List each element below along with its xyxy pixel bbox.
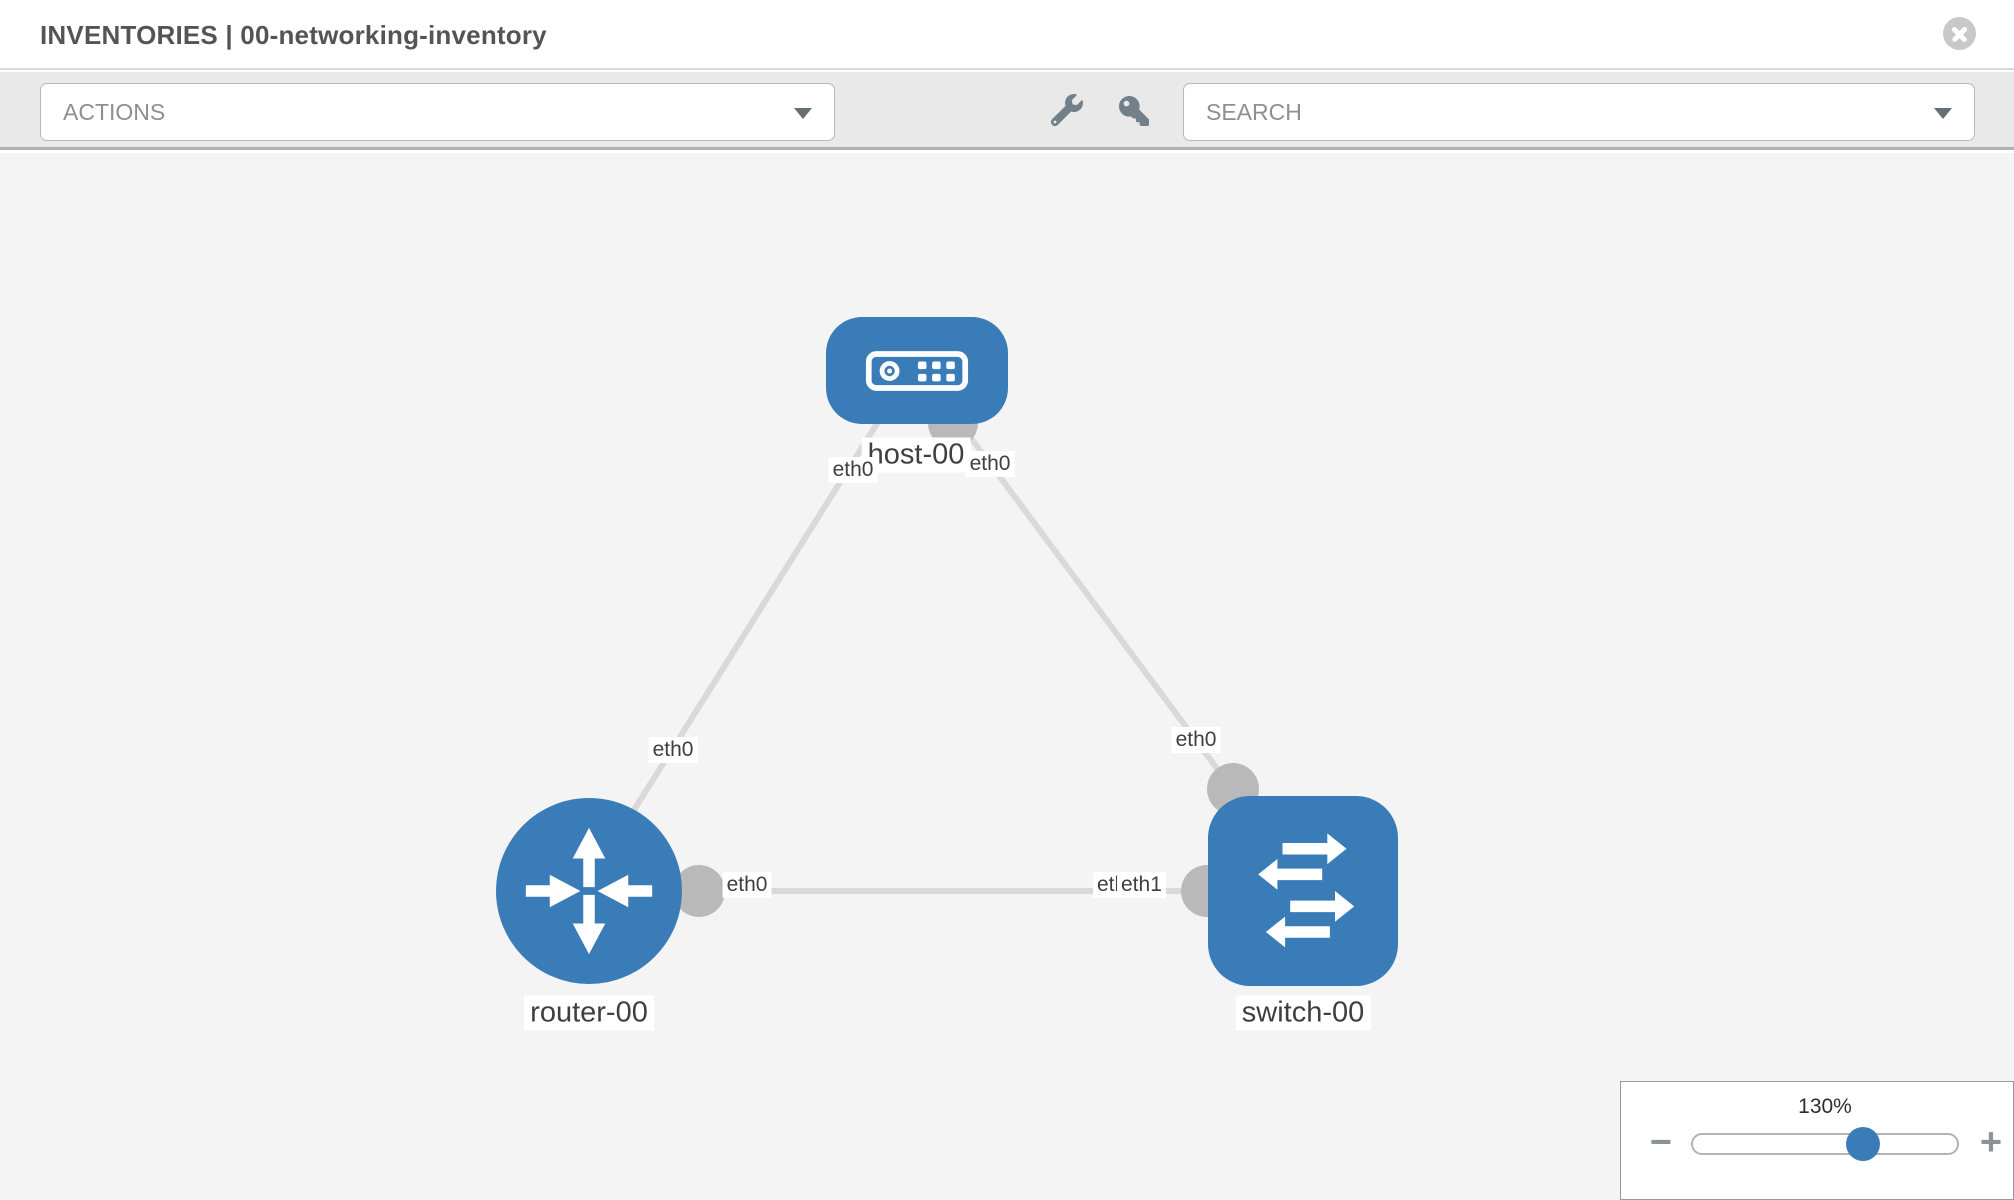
actions-dropdown[interactable]: ACTIONS: [40, 83, 835, 141]
interface-label-switch-eth0-top: eth0: [1171, 727, 1221, 753]
toolbar: ACTIONS SEARCH: [0, 72, 2014, 150]
actions-dropdown-placeholder: ACTIONS: [63, 99, 166, 125]
close-button[interactable]: [1943, 17, 1976, 50]
zoom-slider-track[interactable]: [1691, 1133, 1959, 1155]
search-dropdown-placeholder: SEARCH: [1206, 99, 1302, 125]
key-icon: [1119, 96, 1149, 126]
router-icon: [525, 827, 653, 955]
host-icon: [865, 350, 969, 391]
interface-port-router-eth0: [673, 865, 725, 917]
node-label-switch: switch-00: [1235, 995, 1371, 1031]
node-switch-00[interactable]: [1208, 796, 1398, 986]
key-button[interactable]: [1119, 96, 1149, 126]
node-label-host: host-00: [861, 437, 971, 473]
node-host-00[interactable]: [826, 317, 1008, 424]
interface-label-switch-eth1: eth1: [1117, 872, 1166, 898]
node-label-router: router-00: [524, 995, 654, 1031]
interface-label-router-eth0-mid: eth0: [722, 872, 772, 898]
switch-icon: [1258, 833, 1355, 948]
zoom-out-button[interactable]: −: [1650, 1123, 1672, 1161]
zoom-slider-knob[interactable]: [1846, 1127, 1880, 1161]
interface-label-router-eth0-top: eth0: [648, 737, 698, 763]
interface-label-host-eth0-right: eth0: [965, 451, 1015, 477]
interface-label-host-eth0-left: eth0: [828, 457, 878, 483]
plus-icon: +: [1979, 1121, 2003, 1164]
wrench-icon: [1051, 94, 1083, 126]
wrench-button[interactable]: [1051, 94, 1083, 126]
node-router-00[interactable]: [496, 798, 682, 984]
minus-icon: −: [1649, 1121, 1673, 1164]
chevron-down-icon: [794, 108, 812, 119]
zoom-in-button[interactable]: +: [1980, 1123, 2002, 1161]
topology-canvas[interactable]: [0, 153, 2014, 1200]
page-title: INVENTORIES | 00-networking-inventory: [40, 20, 547, 50]
zoom-level-value: 130%: [1798, 1095, 1852, 1118]
search-dropdown[interactable]: SEARCH: [1183, 83, 1975, 141]
header: INVENTORIES | 00-networking-inventory: [0, 0, 2014, 70]
chevron-down-icon: [1934, 108, 1952, 119]
zoom-panel: 130% − +: [1620, 1081, 2014, 1200]
